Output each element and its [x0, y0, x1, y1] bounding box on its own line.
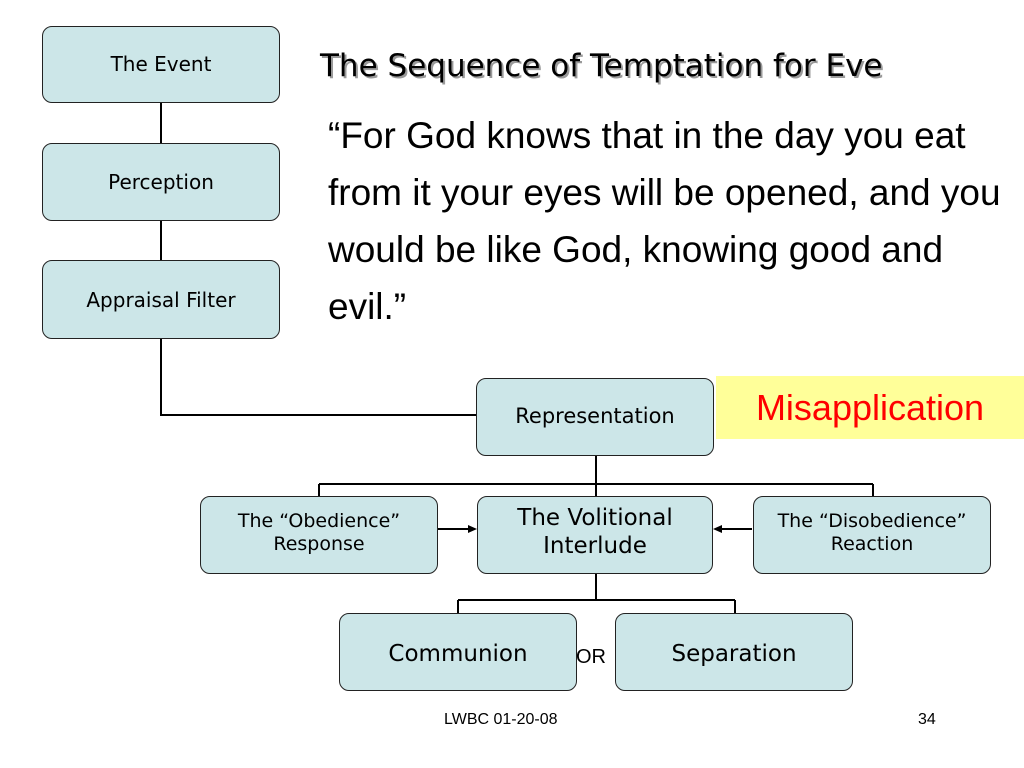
node-the-event: The Event	[42, 26, 280, 103]
node-appraisal-filter: Appraisal Filter	[42, 260, 280, 339]
or-label: OR	[576, 646, 606, 668]
node-volitional-interlude: The Volitional Interlude	[477, 496, 713, 574]
node-representation: Representation	[476, 378, 714, 456]
volitional-line-1: The Volitional	[517, 505, 673, 531]
node-perception: Perception	[42, 143, 280, 221]
volitional-line-2: Interlude	[543, 532, 647, 559]
scripture-quote: “For God knows that in the day you eat f…	[328, 115, 1001, 327]
misapplication-callout: Misapplication	[716, 376, 1024, 439]
page-number: 34	[918, 711, 936, 728]
node-obedience-response: The “Obedience” Response	[200, 496, 438, 574]
node-communion: Communion	[339, 613, 577, 691]
node-separation: Separation	[615, 613, 853, 691]
disobedience-line-2: Reaction	[830, 532, 914, 555]
obedience-line-1: The “Obedience”	[237, 510, 401, 532]
slide-title: The Sequence of Temptation for Eve	[320, 48, 883, 84]
node-disobedience-reaction: The “Disobedience” Reaction	[753, 496, 991, 574]
obedience-line-2: Response	[273, 532, 365, 555]
footer-center: LWBC 01-20-08	[444, 711, 558, 728]
disobedience-line-1: The “Disobedience”	[777, 510, 967, 532]
